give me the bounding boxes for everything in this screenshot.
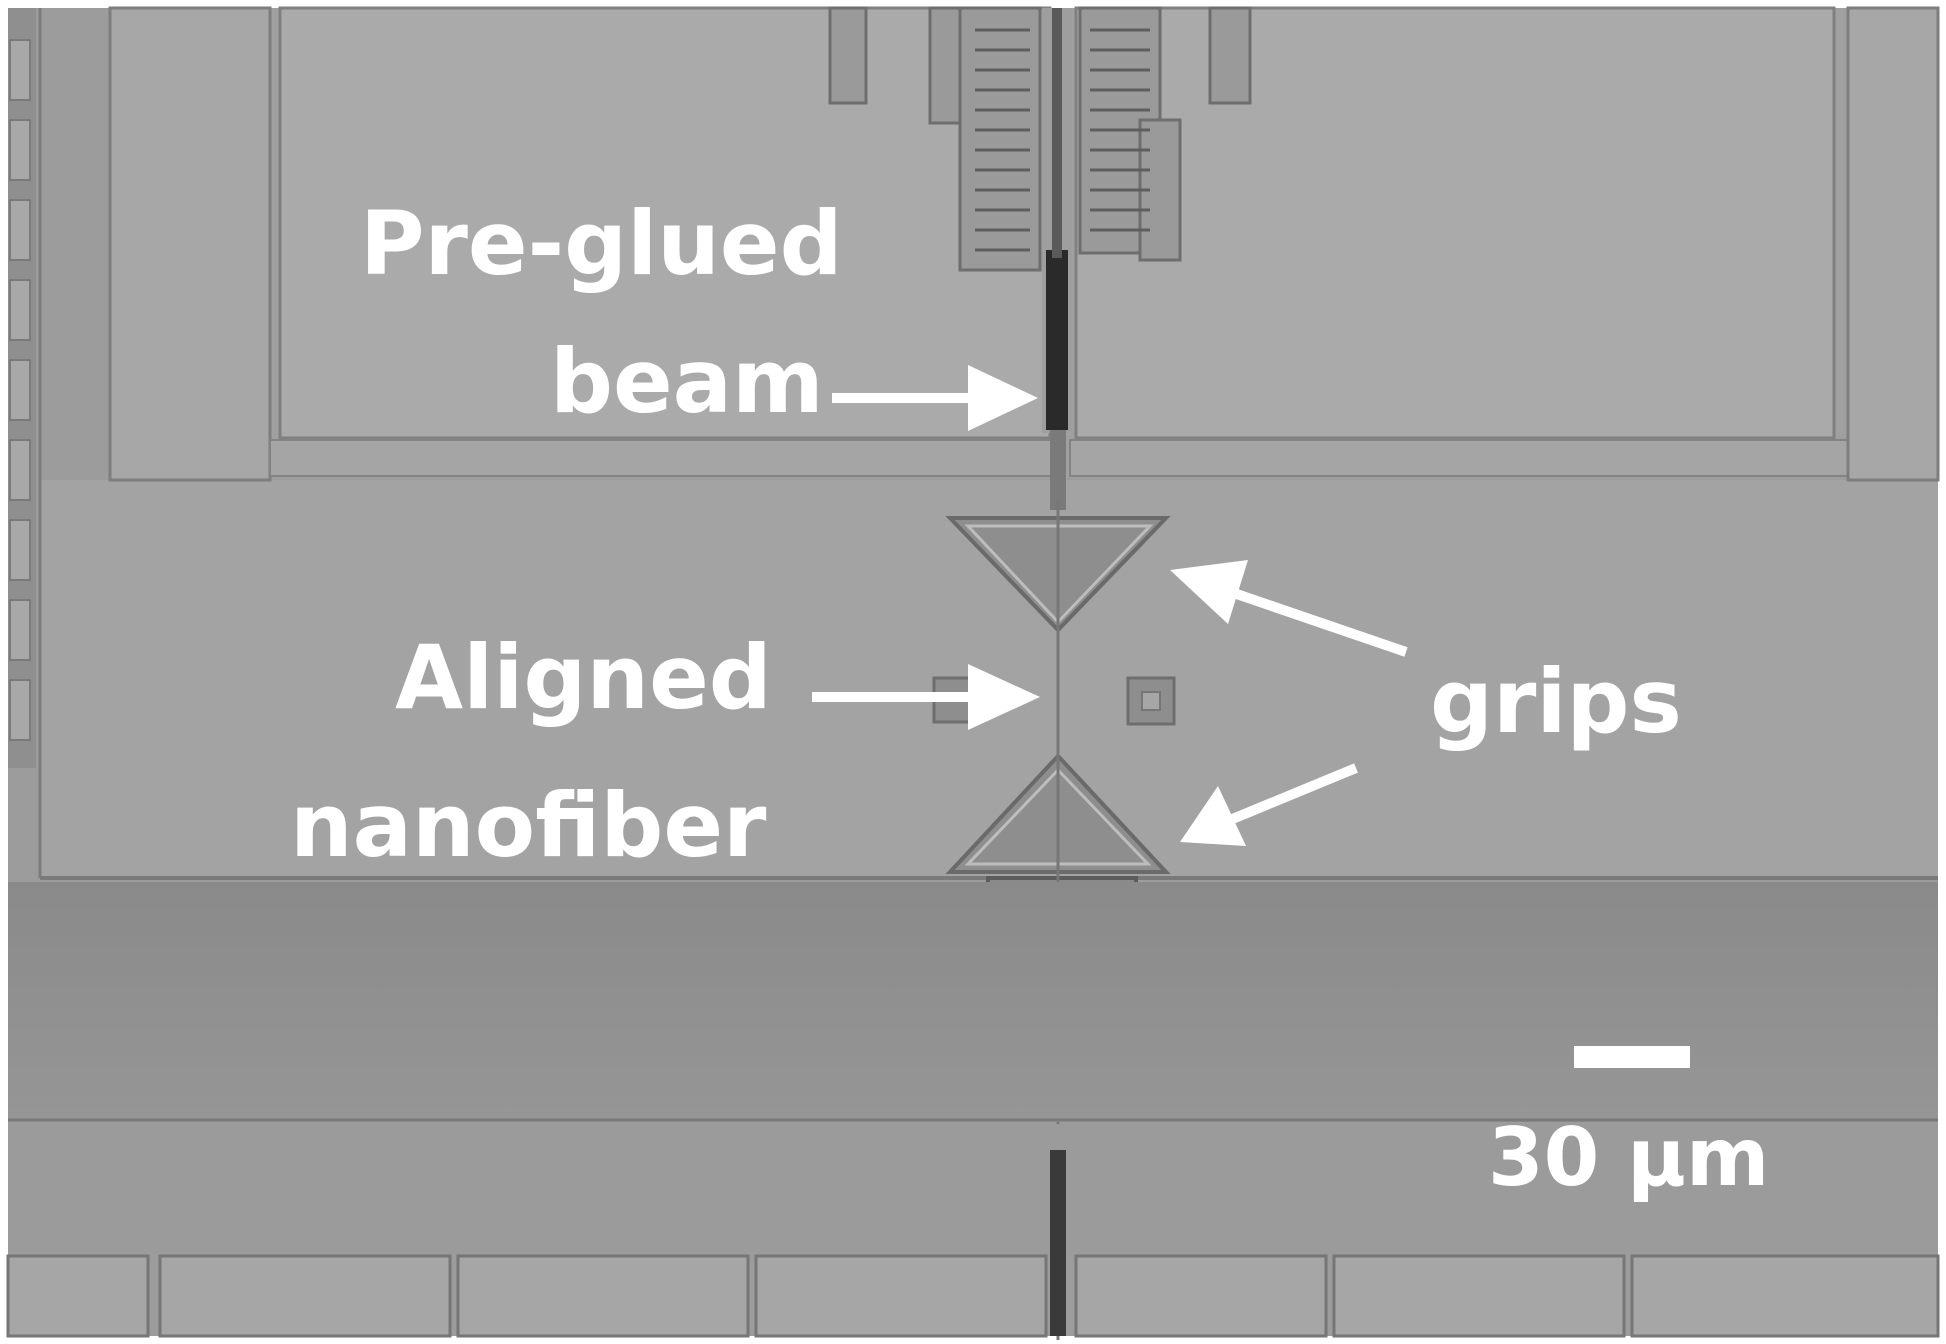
- left-contact-pads: [8, 8, 36, 768]
- arrow-beam-head: [968, 365, 1038, 431]
- scale-bar: [1574, 1046, 1690, 1068]
- label-scale-bar: 30 µm: [1488, 1111, 1770, 1204]
- label-preglued-line2: beam: [550, 330, 824, 433]
- left-perforated-column: [108, 6, 272, 482]
- upper-right-plate: [1074, 6, 1836, 440]
- right-perforated-column: [1846, 6, 1940, 482]
- annotation-arrows: [812, 365, 1408, 846]
- lower-trench: [8, 882, 1938, 1122]
- arrow-grip-upper-head: [1170, 560, 1248, 624]
- label-preglued-line1: Pre-glued: [360, 192, 843, 295]
- upper-left-plate: [278, 6, 1052, 440]
- label-aligned-line1: Aligned: [395, 626, 772, 729]
- arrow-grip-lower: [1228, 763, 1358, 825]
- arrow-grip-lower-head: [1180, 786, 1246, 846]
- arrow-grip-upper: [1223, 585, 1408, 657]
- arrow-nanofiber-head: [968, 664, 1040, 730]
- bottom-pad-row: [6, 1254, 1940, 1338]
- label-grips: grips: [1430, 650, 1682, 753]
- label-aligned-line2: nanofiber: [290, 774, 767, 877]
